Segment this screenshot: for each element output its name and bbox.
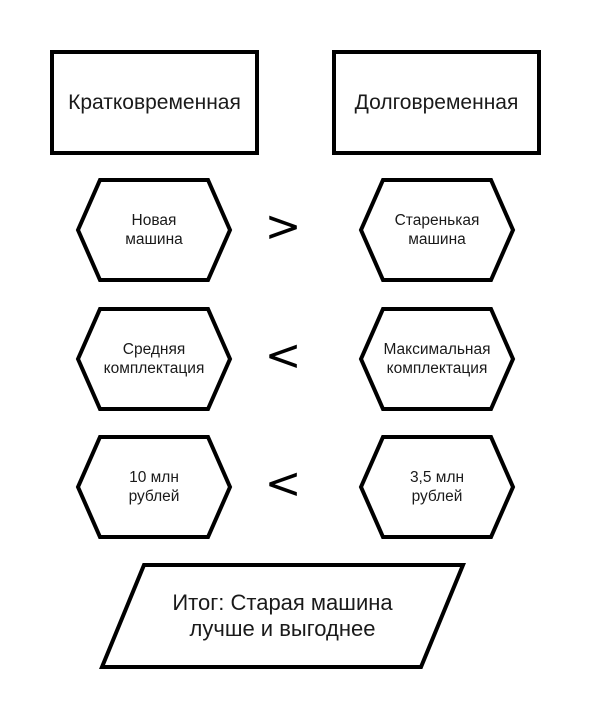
comparison-operator-2: < <box>264 330 302 381</box>
hexagon-medium-trim-label: Средняя комплектация <box>103 341 205 377</box>
header-long-term-label: Долговременная <box>354 90 519 114</box>
hexagon-new-car-label: Новая машина <box>125 212 183 248</box>
conclusion-parallelogram: Итог: Старая машина лучше и выгоднее <box>99 563 466 669</box>
hexagon-medium-trim: Средняя комплектация <box>75 307 233 411</box>
hexagon-old-car-label: Старенькая машина <box>394 212 480 248</box>
comparison-operator-1: > <box>264 201 302 252</box>
conclusion-text: Итог: Старая машина лучше и выгоднее <box>172 590 393 641</box>
header-short-term-label: Кратковременная <box>68 90 241 114</box>
comparison-operator-3: < <box>264 458 302 509</box>
hexagon-old-car: Старенькая машина <box>358 178 516 282</box>
hexagon-max-trim: Максимальная комплектация <box>358 307 516 411</box>
header-short-term: Кратковременная <box>50 50 259 155</box>
hexagon-price-new: 10 млн рублей <box>75 435 233 539</box>
hexagon-price-new-label: 10 млн рублей <box>128 469 180 505</box>
hexagon-max-trim-label: Максимальная комплектация <box>383 341 491 377</box>
hexagon-price-old: 3,5 млн рублей <box>358 435 516 539</box>
hexagon-new-car: Новая машина <box>75 178 233 282</box>
header-long-term: Долговременная <box>332 50 541 155</box>
hexagon-price-old-label: 3,5 млн рублей <box>409 469 465 505</box>
